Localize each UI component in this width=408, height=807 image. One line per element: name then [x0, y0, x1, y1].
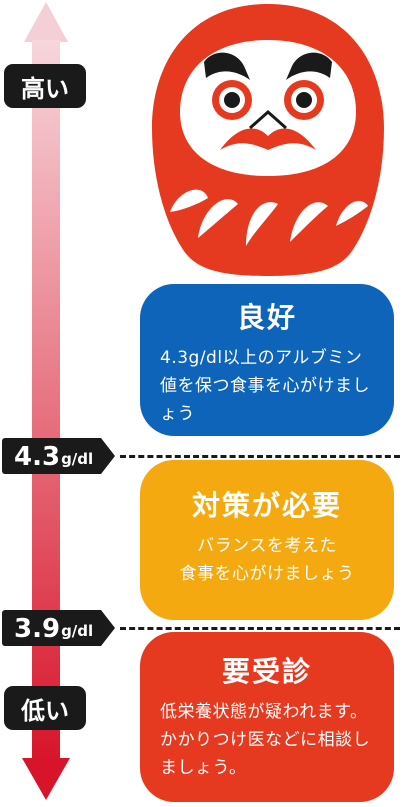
high-label: 高い: [4, 64, 86, 108]
card-need-action-line2: 食事を心がけましょう: [179, 564, 355, 584]
daruma-icon: [152, 4, 384, 276]
threshold-line-3-9: [120, 627, 400, 630]
card-see-doctor-title: 要受診: [221, 655, 312, 688]
card-need-action-text: バランスを考えた 食事を心がけましょう: [140, 524, 394, 588]
card-see-doctor-text: 低栄養状態が疑われます。かかりつけ医などに相談しましょう。: [160, 702, 371, 778]
marker-4-3-value: 4.3: [14, 442, 61, 472]
marker-3-9-unit: g/dl: [61, 622, 94, 640]
marker-3-9-value: 3.9: [14, 614, 61, 644]
low-label: 低い: [4, 686, 86, 730]
scale-bar: [32, 40, 60, 762]
card-need-action-line1: バランスを考えた: [197, 536, 337, 556]
card-need-action: 対策が必要 バランスを考えた 食事を心がけましょう: [140, 460, 394, 620]
marker-3-9-box: 3.9 g/dl: [2, 610, 102, 646]
low-label-text: 低い: [21, 696, 69, 725]
marker-3-9: 3.9 g/dl: [2, 610, 116, 646]
card-good: 良好 4.3g/dl以上のアルブミン値を保つ食事を心がけましょう: [140, 284, 394, 436]
arrow-down-head: [22, 758, 70, 800]
threshold-line-4-3: [120, 455, 400, 458]
card-need-action-title: 対策が必要: [191, 489, 342, 522]
marker-4-3-box: 4.3 g/dl: [2, 438, 102, 474]
marker-3-9-pointer: [101, 610, 116, 646]
card-good-title: 良好: [236, 301, 297, 334]
marker-4-3-pointer: [101, 438, 116, 474]
card-good-text: 4.3g/dl以上のアルブミン値を保つ食事を心がけましょう: [160, 348, 370, 424]
arrow-up-head: [24, 2, 68, 42]
marker-4-3: 4.3 g/dl: [2, 438, 116, 474]
card-see-doctor: 要受診 低栄養状態が疑われます。かかりつけ医などに相談しましょう。: [140, 632, 394, 802]
marker-4-3-unit: g/dl: [61, 450, 94, 468]
high-label-text: 高い: [21, 74, 69, 103]
